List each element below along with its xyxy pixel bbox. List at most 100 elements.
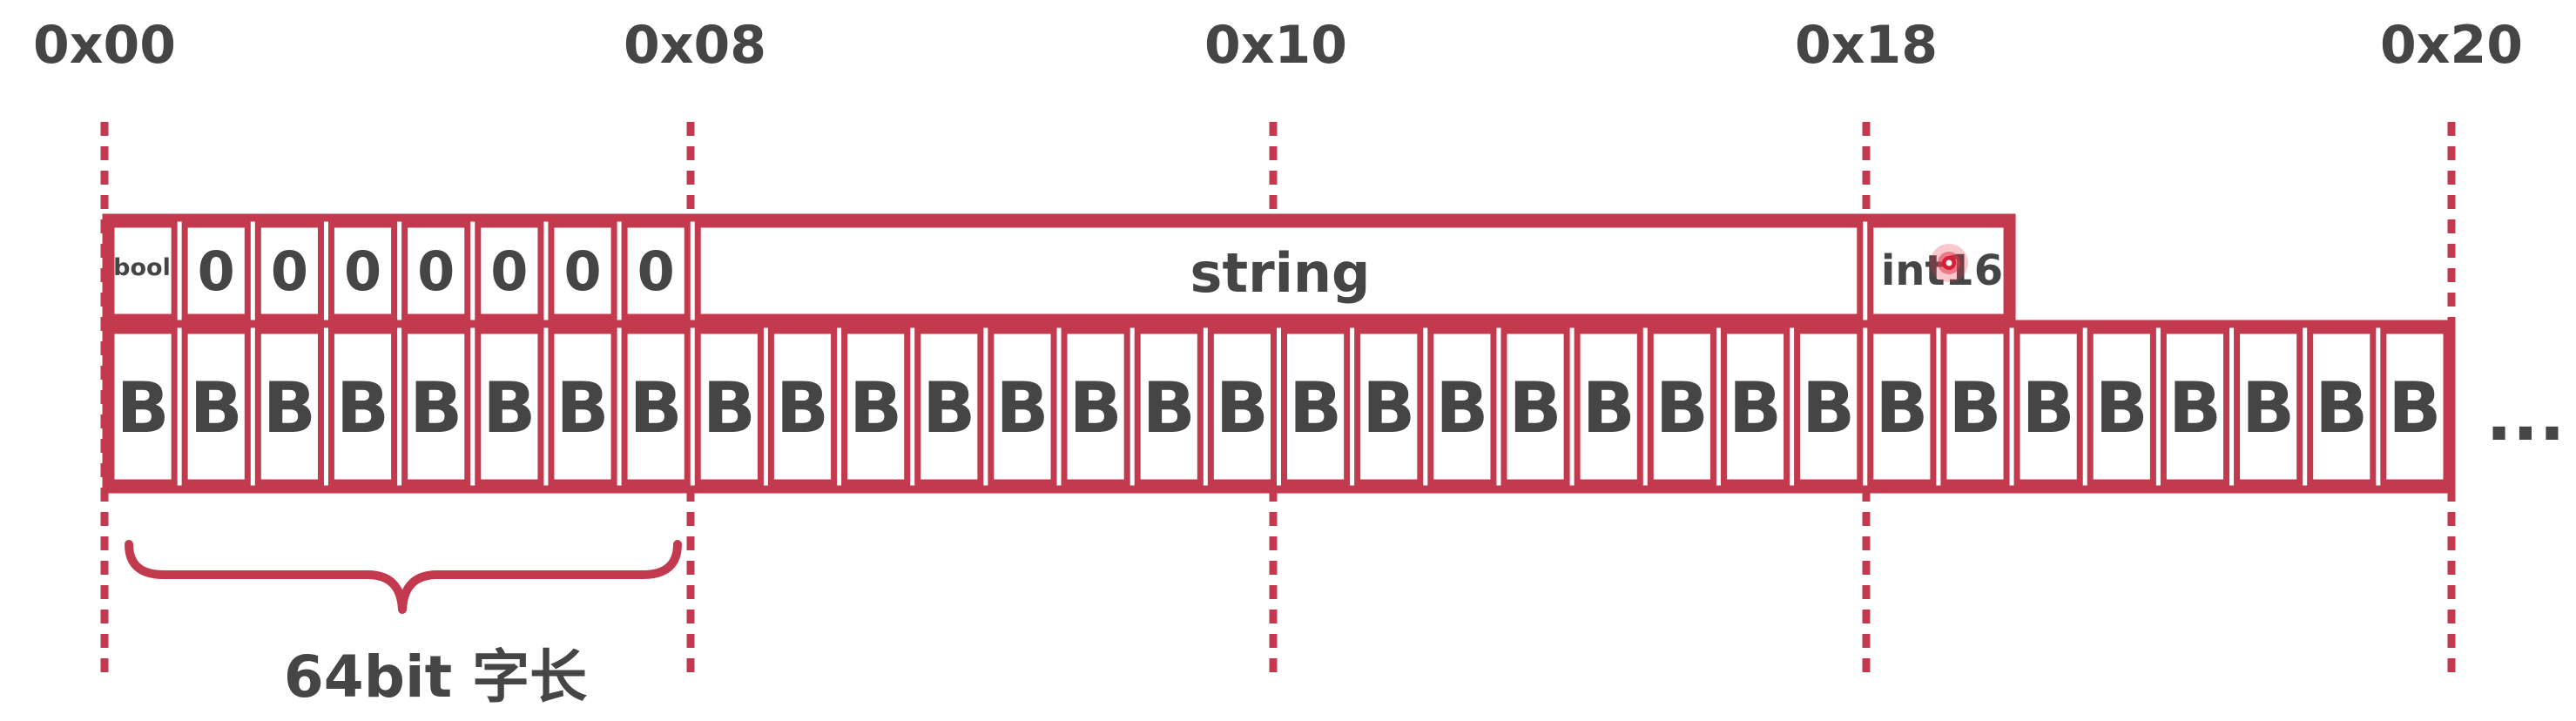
byte-cell-box bbox=[327, 327, 398, 486]
offset-label-0x08: 0x08 bbox=[624, 15, 766, 76]
byte-cell-label: B bbox=[776, 367, 829, 448]
byte-cell: B bbox=[767, 327, 838, 486]
byte-cell-label: B bbox=[1729, 367, 1782, 448]
padding-field-box bbox=[548, 221, 617, 320]
byte-cell: B bbox=[1720, 327, 1790, 486]
byte-cell: B bbox=[108, 327, 178, 486]
padding-field-box bbox=[401, 221, 471, 320]
byte-cell-box bbox=[108, 327, 178, 486]
field-boxes bbox=[102, 213, 2016, 328]
byte-cell: B bbox=[1940, 327, 2010, 486]
padding-field-box bbox=[327, 221, 398, 320]
byte-cell-label: B bbox=[849, 367, 902, 448]
byte-cell: B bbox=[475, 327, 544, 486]
padding-field-label: 0 bbox=[563, 239, 601, 303]
padding-field-box bbox=[181, 221, 251, 320]
byte-cell: B bbox=[1134, 327, 1204, 486]
byte-cell-label: B bbox=[1435, 367, 1488, 448]
byte-cell: B bbox=[1061, 327, 1130, 486]
byte-cell-box bbox=[2160, 327, 2230, 486]
padding-field-label: 0 bbox=[271, 239, 308, 303]
byte-cell-box bbox=[475, 327, 544, 486]
byte-cell: B bbox=[621, 327, 691, 486]
padding-field-box bbox=[621, 221, 691, 320]
byte-cell-box bbox=[2380, 327, 2450, 486]
byte-cell: B bbox=[2380, 327, 2450, 486]
byte-cell-box bbox=[1061, 327, 1130, 486]
byte-cell: B bbox=[2234, 327, 2303, 486]
field-row-frame bbox=[102, 213, 2016, 328]
byte-cell-box bbox=[914, 327, 984, 486]
byte-cell-label: B bbox=[1216, 367, 1269, 448]
byte-cell: B bbox=[254, 327, 324, 486]
offset-labels: 0x00 0x08 0x10 0x18 0x20 bbox=[33, 15, 2523, 76]
byte-cell-box bbox=[1134, 327, 1204, 486]
byte-cell: B bbox=[327, 327, 398, 486]
byte-cell-box bbox=[181, 327, 251, 486]
offset-label-0x18: 0x18 bbox=[1795, 15, 1938, 76]
byte-cell-label: B bbox=[1289, 367, 1342, 448]
byte-cell-label: B bbox=[2315, 367, 2368, 448]
byte-cell: B bbox=[548, 327, 617, 486]
offset-label-0x10: 0x10 bbox=[1204, 15, 1347, 76]
byte-cell-box bbox=[548, 327, 617, 486]
byte-row-frame bbox=[102, 320, 2456, 494]
byte-cell-box bbox=[1647, 327, 1716, 486]
byte-cell-label: B bbox=[630, 367, 683, 448]
byte-cell-label: B bbox=[995, 367, 1049, 448]
word-brace: 64bit 字长 bbox=[125, 540, 682, 711]
string-field-box bbox=[694, 221, 1864, 320]
string-field-label: string bbox=[1190, 241, 1371, 305]
byte-cell: B bbox=[1207, 327, 1277, 486]
byte-cell-label: B bbox=[922, 367, 975, 448]
byte-cell-box bbox=[2013, 327, 2083, 486]
byte-cell: B bbox=[1867, 327, 1937, 486]
byte-cell-box bbox=[1427, 327, 1497, 486]
byte-cell-label: B bbox=[1143, 367, 1196, 448]
byte-cell-label: B bbox=[263, 367, 316, 448]
curly-brace-icon bbox=[125, 540, 682, 614]
byte-cell-box bbox=[1867, 327, 1937, 486]
byte-cell-box bbox=[1281, 327, 1351, 486]
byte-cell-label: B bbox=[1802, 367, 1855, 448]
offset-label-0x20: 0x20 bbox=[2380, 15, 2523, 76]
byte-cell-label: B bbox=[2242, 367, 2295, 448]
byte-cell: B bbox=[181, 327, 251, 486]
byte-cell-box bbox=[254, 327, 324, 486]
padding-field-box bbox=[254, 221, 324, 320]
byte-cell: B bbox=[1500, 327, 1570, 486]
byte-cell-label: B bbox=[117, 367, 170, 448]
padding-field-label: 0 bbox=[637, 239, 675, 303]
byte-cell-label: B bbox=[2168, 367, 2222, 448]
byte-cell-box bbox=[1940, 327, 2010, 486]
byte-cell-box bbox=[1354, 327, 1424, 486]
byte-cell-box bbox=[401, 327, 471, 486]
byte-cell-box bbox=[2234, 327, 2303, 486]
byte-cell: B bbox=[1281, 327, 1351, 486]
byte-cell-label: B bbox=[190, 367, 243, 448]
word-size-caption: 64bit 字长 bbox=[284, 644, 587, 711]
byte-cell: B bbox=[914, 327, 984, 486]
byte-cell: B bbox=[1647, 327, 1716, 486]
padding-field-label: 0 bbox=[490, 239, 528, 303]
byte-cell: B bbox=[988, 327, 1057, 486]
byte-cell: B bbox=[401, 327, 471, 486]
byte-cell-box bbox=[1500, 327, 1570, 486]
byte-cell-label: B bbox=[2388, 367, 2441, 448]
byte-cell-label: B bbox=[482, 367, 536, 448]
byte-cell: B bbox=[2307, 327, 2377, 486]
byte-cell-box bbox=[1720, 327, 1790, 486]
byte-cell-label: B bbox=[1656, 367, 1709, 448]
byte-cell-label: B bbox=[1069, 367, 1123, 448]
byte-cell-label: B bbox=[556, 367, 610, 448]
byte-cell-label: B bbox=[2095, 367, 2148, 448]
byte-cell: B bbox=[2013, 327, 2083, 486]
byte-cell-label: B bbox=[1948, 367, 2001, 448]
byte-cell-label: B bbox=[703, 367, 756, 448]
byte-cell-label: B bbox=[1582, 367, 1635, 448]
byte-cell-label: B bbox=[1875, 367, 1928, 448]
